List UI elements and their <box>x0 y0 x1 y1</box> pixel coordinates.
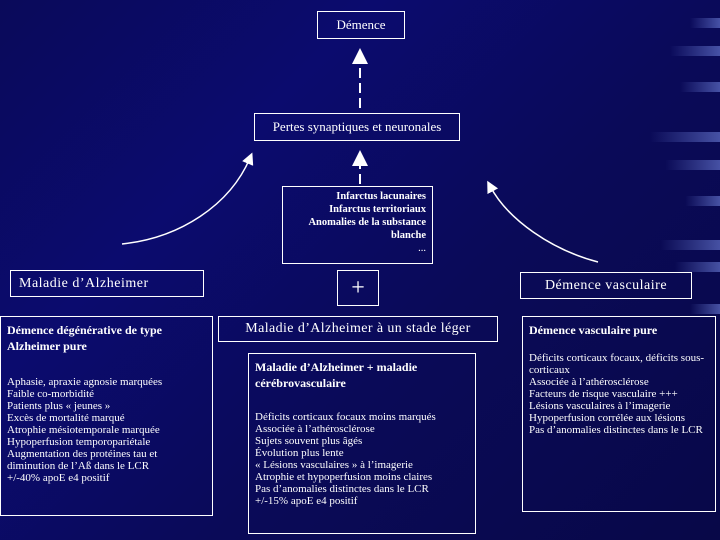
list-item: Augmentation des protéines tau et diminu… <box>7 448 158 472</box>
infarctus-line: Infarctus territoriaux <box>329 204 426 215</box>
list-item: Lésions vasculaires à l’imagerie <box>529 400 671 412</box>
list-item: Atrophie et hypoperfusion moins claires <box>255 471 433 483</box>
list-item: Déficits corticaux focaux, déficits sous… <box>529 352 705 376</box>
list-item: Pas d’anomalies distinctes dans le LCR <box>255 483 429 495</box>
infarctus-line: Anomalies de la substance <box>308 217 426 228</box>
list-item: Facteurs de risque vasculaire +++ <box>529 388 678 400</box>
infarctus-box: Infarctus lacunaires Infarctus territori… <box>282 186 433 264</box>
list-item: Associée à l’athérosclérose <box>529 376 649 388</box>
vascular-pure-panel: Démence vasculaire pure Déficits cortica… <box>522 316 716 512</box>
list-item: Pas d’anomalies distinctes dans le LCR <box>529 424 703 436</box>
list-item: Déficits corticaux focaux moins marqués <box>255 411 436 423</box>
list-item: Hypoperfusion corrélée aux lésions <box>529 412 686 424</box>
infarctus-line: blanche <box>390 230 426 241</box>
vascular-box: Démence vasculaire <box>520 272 692 299</box>
list-item: Associée à l’athérosclérose <box>255 423 375 435</box>
arrow-alzheimer-curve <box>121 152 254 245</box>
list-item: « Lésions vasculaires » à l’imagerie <box>255 459 413 471</box>
infarctus-ellipsis: ... <box>418 243 426 254</box>
alzheimer-stade-box: Maladie d’Alzheimer à un stade léger <box>218 316 498 342</box>
decorative-stripes <box>640 0 720 540</box>
demence-box: Démence <box>317 11 405 39</box>
panel-heading: Démence dégénérative de type Alzheimer p… <box>7 323 162 353</box>
alzheimer-box: Maladie d’Alzheimer <box>10 270 204 297</box>
list-item: Atrophie mésiotemporale marquée <box>7 424 160 436</box>
list-item: Faible co-morbidité <box>7 388 95 400</box>
plus-box: + <box>337 270 379 306</box>
list-item: +/-15% apoE e4 positif <box>255 495 358 507</box>
panel-heading: Maladie d’Alzheimer + maladie cérébrovas… <box>255 360 418 390</box>
infarctus-line: Infarctus lacunaires <box>336 191 426 202</box>
alzheimer-pure-panel: Démence dégénérative de type Alzheimer p… <box>0 316 213 516</box>
list-item: Évolution plus lente <box>255 447 344 459</box>
list-item: Sujets souvent plus âgés <box>255 435 363 447</box>
alzheimer-cerebrovascular-panel: Maladie d’Alzheimer + maladie cérébrovas… <box>248 353 476 534</box>
arrow-vascular-curve <box>487 180 599 263</box>
pertes-box: Pertes synaptiques et neuronales <box>254 113 460 141</box>
list-item: +/-40% apoE e4 positif <box>7 472 110 484</box>
list-item: Aphasie, apraxie agnosie marquées <box>7 376 163 388</box>
list-item: Patients plus « jeunes » <box>7 400 111 412</box>
panel-heading: Démence vasculaire pure <box>529 323 658 337</box>
list-item: Excès de mortalité marqué <box>7 412 125 424</box>
list-item: Hypoperfusion temporopariétale <box>7 436 151 448</box>
